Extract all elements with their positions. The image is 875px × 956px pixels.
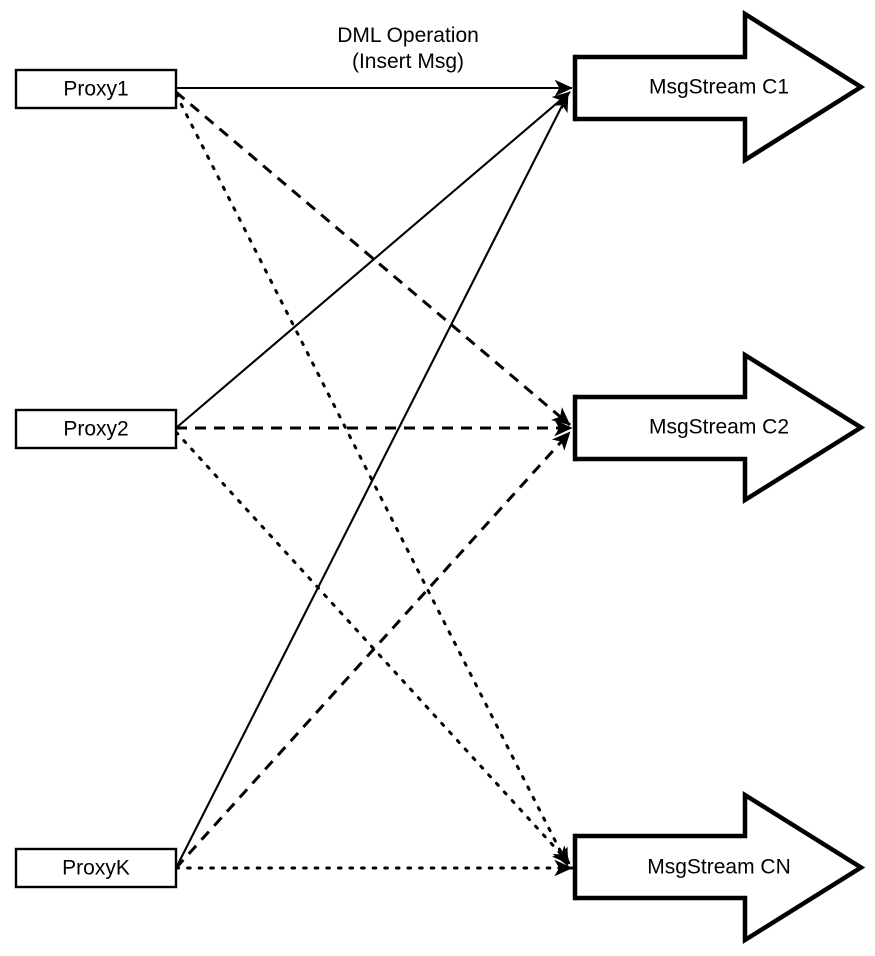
link-proxyk-c1 xyxy=(175,93,569,869)
proxy2-node[interactable]: Proxy2 xyxy=(14,408,178,450)
proxyk-label: ProxyK xyxy=(62,857,130,880)
proxy2-label: Proxy2 xyxy=(63,418,128,441)
dml-operation-line1: DML Operation xyxy=(337,24,479,47)
proxyk-node[interactable]: ProxyK xyxy=(14,847,178,889)
stream-c1-shape xyxy=(575,9,866,165)
stream-cn-shape xyxy=(575,790,866,945)
link-proxy1-c2 xyxy=(175,90,571,427)
stream-c2[interactable]: MsgStream C2 xyxy=(572,350,866,505)
stream-cn-label: MsgStream CN xyxy=(647,856,791,879)
link-proxy2-c1 xyxy=(175,91,571,429)
streams-layer: MsgStream C1 MsgStream C2 MsgStream CN xyxy=(572,9,866,945)
proxy2-box xyxy=(14,408,178,450)
links-layer xyxy=(174,79,574,877)
annotations-layer: DML Operation (Insert Msg) xyxy=(337,24,479,73)
proxy1-node[interactable]: Proxy1 xyxy=(14,68,178,110)
proxy1-label: Proxy1 xyxy=(63,78,128,101)
stream-c1[interactable]: MsgStream C1 xyxy=(572,9,866,165)
stream-c2-shape xyxy=(575,350,866,505)
stream-cn[interactable]: MsgStream CN xyxy=(572,790,866,945)
dml-operation-line2: (Insert Msg) xyxy=(352,50,464,73)
stream-c2-label: MsgStream C2 xyxy=(649,416,789,439)
dml-operation-annotation: DML Operation (Insert Msg) xyxy=(337,24,479,73)
stream-c1-label: MsgStream C1 xyxy=(649,76,789,99)
link-proxyk-c2 xyxy=(174,430,572,870)
proxyk-box xyxy=(14,847,178,889)
proxy1-box xyxy=(14,68,178,110)
